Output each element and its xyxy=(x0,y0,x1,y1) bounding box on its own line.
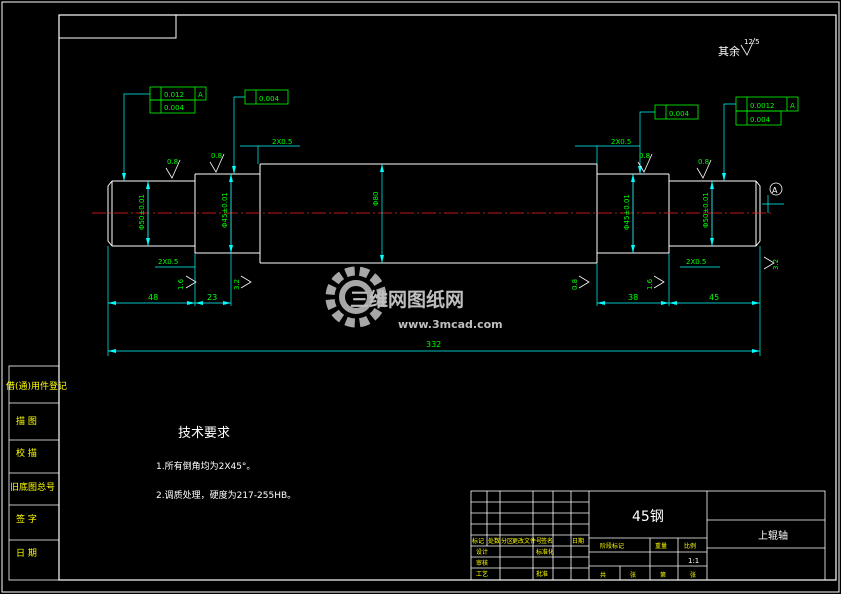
gdt-right: 0.0012 A 0.004 xyxy=(735,96,799,126)
tb-r-process: 工艺 xyxy=(476,570,488,578)
side-block xyxy=(8,365,60,581)
dim-len-left-bearing: 23 xyxy=(207,293,217,302)
tb-h-count: 处数 xyxy=(488,537,500,545)
roughness-symbols xyxy=(165,153,775,289)
side-title: 借(通)用件登记 xyxy=(6,380,67,392)
side-row4: 签 字 xyxy=(16,513,37,525)
general-roughness-value: 12.5 xyxy=(744,38,760,46)
tb-r-review: 审核 xyxy=(476,559,488,567)
dim-chamfer-top-left: 2X0.5 xyxy=(272,138,292,146)
dim-len-total: 332 xyxy=(426,340,441,349)
dim-d3: Φ45±0.01 xyxy=(623,194,631,230)
notes-line1: 1.所有倒角均为2X45°。 xyxy=(156,460,255,472)
roughness-r1: 0.8 xyxy=(167,158,178,166)
material: 45钢 xyxy=(632,509,664,525)
dim-chamfer-top-right: 2X0.5 xyxy=(611,138,631,146)
watermark-brand: 三维网图纸网 xyxy=(350,288,464,311)
dimension-texts: 48 23 38 45 332 2X0.5 2X0.5 2X0.5 2X0.5 … xyxy=(138,138,719,349)
tb-h-sign: 签名 xyxy=(541,537,553,545)
roughness-r7: 0.8 xyxy=(571,279,579,290)
datum-a-label: A xyxy=(772,186,778,195)
technical-requirements: 技术要求 1.所有倒角均为2X45°。 2.调质处理，硬度为217-255HB。 xyxy=(156,426,296,501)
notes-line2: 2.调质处理，硬度为217-255HB。 xyxy=(156,489,296,501)
gdt-right-runout: 0.0012 xyxy=(750,102,775,110)
dim-len-right-bearing: 38 xyxy=(628,293,638,302)
title-block xyxy=(470,490,826,581)
gdt-left-runout-datum: A xyxy=(198,91,203,99)
tb-r-approve: 批准 xyxy=(536,570,548,578)
dim-chamfer-bot-left: 2X0.5 xyxy=(158,258,178,266)
roughness-r5: 1.6 xyxy=(177,278,185,290)
watermark: 三维网图纸网 www.3mcad.com xyxy=(325,266,503,331)
gdt-right-mid-cyl: 0.004 xyxy=(669,110,690,118)
side-row2: 校 描 xyxy=(16,447,37,459)
gear-logo-icon xyxy=(325,266,387,328)
side-row3: 旧底图总号 xyxy=(10,481,55,493)
arrowheads xyxy=(108,164,760,353)
shaft-outline xyxy=(107,163,761,264)
gdt-right-runout-datum: A xyxy=(790,102,795,110)
watermark-url: www.3mcad.com xyxy=(398,318,503,331)
side-row5: 日 期 xyxy=(16,548,37,559)
roughness-values: 0.8 0.8 0.8 0.8 1.6 3.2 0.8 1.6 3.2 xyxy=(167,152,780,290)
tb-h-date: 日期 xyxy=(572,537,584,545)
tb-r-design: 设计 xyxy=(476,548,488,556)
dim-len-left-end: 48 xyxy=(148,293,158,302)
tb-sheet-2: 张 xyxy=(690,571,696,579)
gdt-left-mid-cyl: 0.004 xyxy=(259,95,280,103)
notes-title: 技术要求 xyxy=(178,426,230,441)
dimension-lines xyxy=(107,93,784,356)
roughness-r6: 3.2 xyxy=(233,279,241,290)
tb-h-docno: 更改文件号 xyxy=(512,537,542,545)
roughness-r3: 0.8 xyxy=(639,152,650,160)
gdt-left-cyl: 0.004 xyxy=(164,104,185,112)
tb-total: 共 xyxy=(600,571,606,579)
gdt-left: 0.012 A 0.004 xyxy=(149,86,207,114)
gdt-left-runout: 0.012 xyxy=(164,91,184,99)
dim-d2: Φ45±0.01 xyxy=(221,192,229,228)
general-roughness: 其余 12.5 xyxy=(718,37,760,58)
tb-scale: 1:1 xyxy=(688,557,699,565)
dim-d4: Φ50±0.01 xyxy=(702,192,710,228)
tb-scale-label: 比例 xyxy=(684,542,696,550)
gdt-right-cyl: 0.004 xyxy=(750,116,771,124)
roughness-r2: 0.8 xyxy=(211,152,222,160)
tb-r-standard: 标准化 xyxy=(536,548,554,556)
title-block-texts: 45钢 上辊轴 标记 处数 分区 更改文件号 签名 日期 设计 标准化 审核 工… xyxy=(472,509,788,579)
roughness-r4: 0.8 xyxy=(698,158,709,166)
dim-d-mid: Φ80 xyxy=(372,192,380,206)
roughness-r9: 3.2 xyxy=(772,259,780,270)
tb-h-mark: 标记 xyxy=(472,537,484,545)
other-roughness-label: 其余 xyxy=(718,44,740,58)
tb-page: 第 xyxy=(660,571,666,579)
gdt-right-mid: 0.004 xyxy=(654,104,699,120)
tb-sheet-1: 张 xyxy=(630,571,636,579)
datum-a: A xyxy=(769,182,783,196)
part-name: 上辊轴 xyxy=(758,529,788,542)
tb-weight: 重量 xyxy=(655,542,667,550)
side-row1: 描 图 xyxy=(16,415,37,427)
gdt-left-mid: 0.004 xyxy=(244,89,289,105)
dim-len-right-end: 45 xyxy=(709,293,719,302)
tb-stage: 阶段标记 xyxy=(600,542,624,550)
dim-d1: Φ50±0.01 xyxy=(138,194,146,230)
dim-chamfer-bot-right: 2X0.5 xyxy=(686,258,706,266)
tb-h-zone: 分区 xyxy=(501,537,513,545)
side-block-texts: 借(通)用件登记 描 图 校 描 旧底图总号 签 字 日 期 xyxy=(6,380,67,559)
roughness-r8: 1.6 xyxy=(646,278,654,290)
